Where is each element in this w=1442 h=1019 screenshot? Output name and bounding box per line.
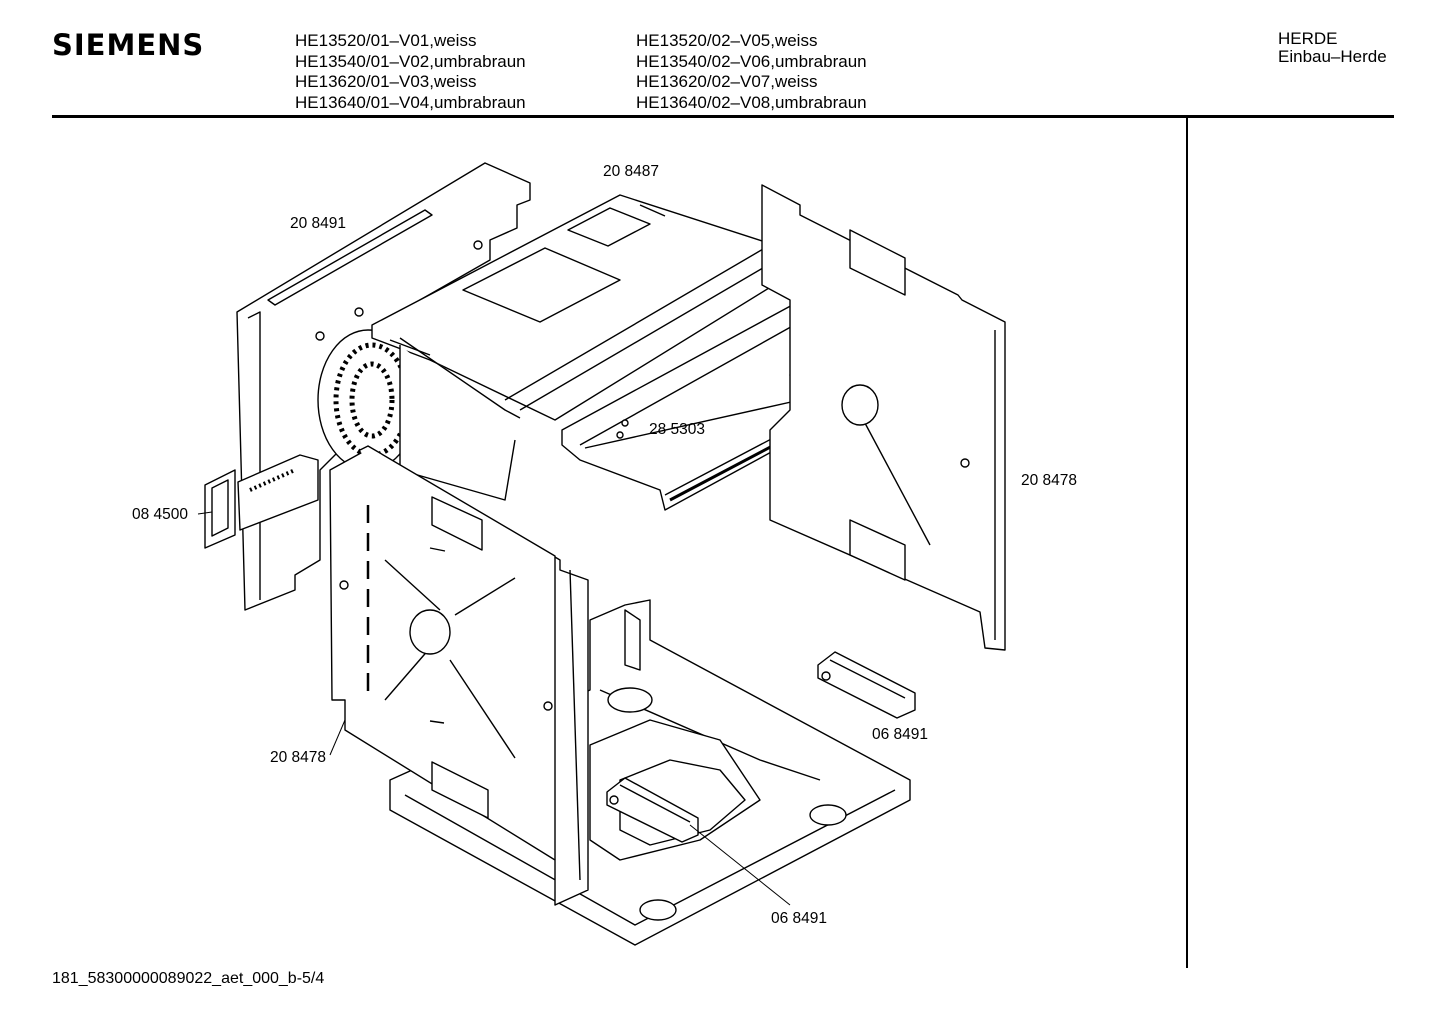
model-entry: HE13620/02–V07,weiss bbox=[636, 72, 818, 91]
model-list-column-1: HE13520/01–V01,weiss HE13540/01–V02,umbr… bbox=[295, 31, 526, 113]
model-entry: HE13620/01–V03,weiss bbox=[295, 72, 477, 91]
model-entry: HE13540/02–V06,umbrabraun bbox=[636, 51, 867, 71]
top-panel-part bbox=[371, 194, 791, 501]
model-entry: HE13520/02–V05,weiss bbox=[636, 31, 818, 50]
category-line: Einbau–Herde bbox=[1278, 47, 1387, 66]
label-left-side-panel: 20 8478 bbox=[270, 749, 326, 766]
leader-line-connector bbox=[197, 511, 213, 515]
label-connector: 08 4500 bbox=[132, 506, 188, 523]
model-entry: HE13640/02–V08,umbrabraun bbox=[636, 92, 867, 112]
brand-logo: SIEMENS bbox=[52, 28, 205, 62]
document-id: 181_58300000089022_aet_000_b-5/4 bbox=[52, 970, 325, 987]
leader-lines bbox=[197, 511, 791, 906]
right-side-panel-part bbox=[761, 184, 1006, 651]
label-clip-bottom: 06 8491 bbox=[771, 910, 827, 927]
header-divider bbox=[52, 115, 1394, 118]
model-list-column-2: HE13520/02–V05,weiss HE13540/02–V06,umbr… bbox=[636, 31, 867, 113]
left-side-panel-part bbox=[329, 445, 589, 906]
margin-divider bbox=[1186, 118, 1188, 968]
leader-line-left-side bbox=[329, 719, 346, 756]
model-entry: HE13520/01–V01,weiss bbox=[295, 31, 477, 50]
leader-line-clip-bottom bbox=[689, 824, 791, 906]
category-line: HERDE bbox=[1278, 29, 1338, 48]
model-entry: HE13540/01–V02,umbrabraun bbox=[295, 51, 526, 71]
label-rail-panel: 28 5303 bbox=[649, 421, 705, 438]
label-right-side-panel: 20 8478 bbox=[1021, 472, 1077, 489]
label-top-panel: 20 8487 bbox=[603, 163, 659, 180]
label-clip-right: 06 8491 bbox=[872, 726, 928, 743]
clip-bottom-part bbox=[606, 777, 699, 843]
product-category: HERDE Einbau–Herde bbox=[1278, 30, 1387, 66]
connector-part bbox=[204, 454, 319, 549]
label-left-back-panel: 20 8491 bbox=[290, 215, 346, 232]
clip-right-part bbox=[817, 651, 916, 719]
model-entry: HE13640/01–V04,umbrabraun bbox=[295, 92, 526, 112]
